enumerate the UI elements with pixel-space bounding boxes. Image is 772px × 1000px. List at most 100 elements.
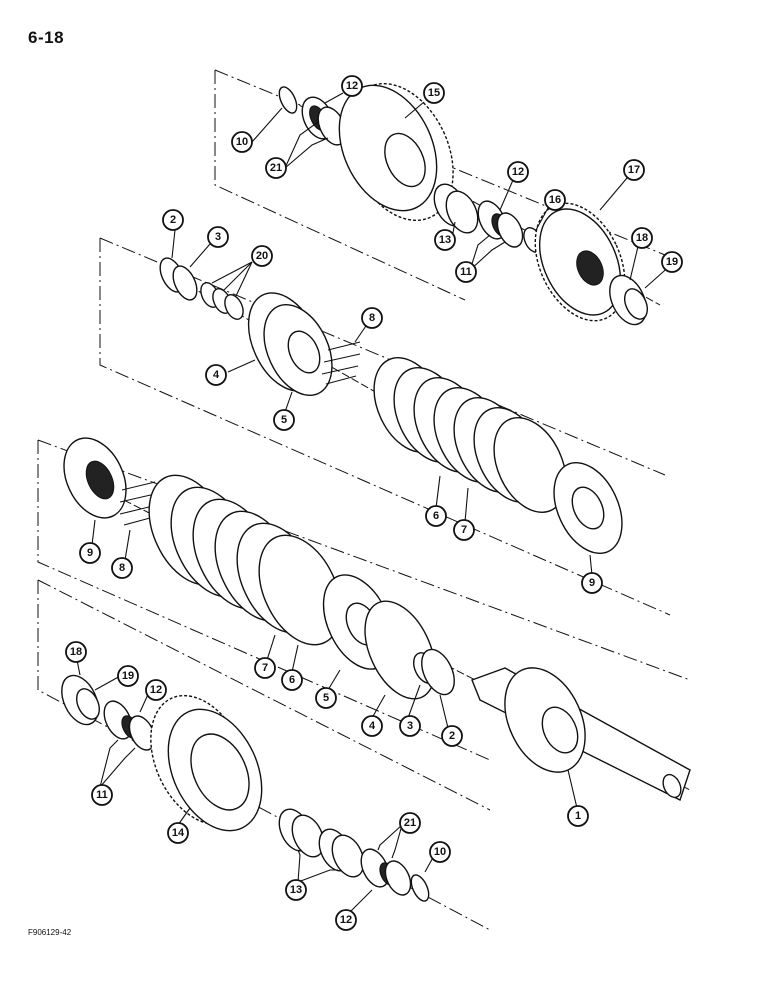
svg-text:9: 9 xyxy=(87,547,93,559)
callout-7-bottom: 7 xyxy=(254,657,276,679)
callout-8-top: 8 xyxy=(361,307,383,329)
svg-text:18: 18 xyxy=(70,646,82,658)
svg-text:21: 21 xyxy=(270,162,282,174)
callout-1: 1 xyxy=(567,805,589,827)
svg-text:4: 4 xyxy=(213,369,220,381)
callout-7-top: 7 xyxy=(453,519,475,541)
callout-9-right: 9 xyxy=(581,572,603,594)
callout-3-bottom: 3 xyxy=(399,715,421,737)
svg-text:19: 19 xyxy=(666,256,678,268)
svg-text:2: 2 xyxy=(170,214,176,226)
svg-text:2: 2 xyxy=(449,730,455,742)
callout-21-bottom: 21 xyxy=(399,812,421,834)
callout-6-bottom: 6 xyxy=(281,669,303,691)
svg-text:5: 5 xyxy=(281,414,287,426)
snap-ring-10-top xyxy=(278,86,298,114)
callout-11-bottom: 11 xyxy=(91,784,113,806)
svg-text:8: 8 xyxy=(369,312,375,324)
callout-12-mid-top: 12 xyxy=(507,161,529,183)
svg-text:12: 12 xyxy=(346,80,358,92)
callout-20: 20 xyxy=(251,245,273,267)
callout-9-left: 9 xyxy=(79,542,101,564)
callout-14: 14 xyxy=(167,822,189,844)
backing-plate-9-right xyxy=(553,461,623,555)
svg-text:20: 20 xyxy=(256,250,268,262)
snap-ring-10-bottom xyxy=(410,874,430,902)
callout-13-top: 13 xyxy=(434,229,456,251)
bearing-11-12-bottom xyxy=(103,700,156,751)
gear-17 xyxy=(534,202,626,322)
svg-text:3: 3 xyxy=(407,720,413,732)
callout-18-bottom: 18 xyxy=(65,641,87,663)
svg-text:10: 10 xyxy=(434,846,446,858)
callout-18-top: 18 xyxy=(631,227,653,249)
backing-plate-9-left xyxy=(63,437,127,519)
bearing-18-19-top xyxy=(609,274,649,326)
callout-8-bottom: 8 xyxy=(111,557,133,579)
svg-text:6: 6 xyxy=(433,510,439,522)
figure-code: F906129-42 xyxy=(28,928,72,937)
svg-text:1: 1 xyxy=(575,810,581,822)
bearing-18-19-bottom xyxy=(61,674,101,726)
svg-text:11: 11 xyxy=(96,789,108,801)
callout-11-top: 11 xyxy=(455,261,477,283)
callout-12-bottom-b: 12 xyxy=(335,909,357,931)
callout-19-bottom: 19 xyxy=(117,665,139,687)
svg-text:12: 12 xyxy=(512,166,524,178)
svg-text:17: 17 xyxy=(628,164,640,176)
shaft-1 xyxy=(471,667,691,801)
callout-16: 16 xyxy=(544,189,566,211)
leader-lines xyxy=(76,92,673,913)
callout-2-top: 2 xyxy=(162,209,184,231)
page-number: 6-18 xyxy=(28,28,65,47)
springs-8-bottom xyxy=(119,481,156,526)
svg-text:18: 18 xyxy=(636,232,648,244)
seal-rings-4-3-2-bottom xyxy=(364,600,455,700)
gear-14 xyxy=(150,694,263,832)
bearing-12-21-bottom xyxy=(360,848,412,896)
svg-text:9: 9 xyxy=(589,577,595,589)
piston-4-5-top xyxy=(247,292,333,397)
springs-8-top xyxy=(321,341,361,385)
needle-bearings-13-bottom xyxy=(278,808,365,878)
svg-text:7: 7 xyxy=(461,524,467,536)
svg-text:11: 11 xyxy=(460,266,472,278)
callout-13-bottom: 13 xyxy=(285,879,307,901)
callout-10-bottom: 10 xyxy=(429,841,451,863)
callout-10-top: 10 xyxy=(231,131,253,153)
callout-12-bottom-a: 12 xyxy=(145,679,167,701)
svg-text:6: 6 xyxy=(289,674,295,686)
gear-15 xyxy=(338,82,454,222)
svg-text:10: 10 xyxy=(236,136,248,148)
callout-19-top: 19 xyxy=(661,251,683,273)
svg-text:3: 3 xyxy=(215,231,221,243)
rings-2-3-20 xyxy=(159,257,244,320)
callout-3-top: 3 xyxy=(207,226,229,248)
callout-21-top: 21 xyxy=(265,157,287,179)
svg-text:12: 12 xyxy=(150,684,162,696)
callout-5-top: 5 xyxy=(273,409,295,431)
svg-text:8: 8 xyxy=(119,562,125,574)
callout-2-bottom: 2 xyxy=(441,725,463,747)
svg-text:12: 12 xyxy=(340,914,352,926)
svg-text:4: 4 xyxy=(369,720,376,732)
callout-15: 15 xyxy=(423,82,445,104)
clutch-plates-6-7-bottom xyxy=(148,474,342,646)
svg-text:13: 13 xyxy=(439,234,451,246)
callout-12-top: 12 xyxy=(341,75,363,97)
svg-text:21: 21 xyxy=(404,817,416,829)
bearing-12-11-top xyxy=(477,200,524,248)
svg-text:16: 16 xyxy=(549,194,561,206)
svg-text:13: 13 xyxy=(290,884,302,896)
callout-4-bottom: 4 xyxy=(361,715,383,737)
svg-text:19: 19 xyxy=(122,670,134,682)
callout-6-top: 6 xyxy=(425,505,447,527)
svg-text:7: 7 xyxy=(262,662,268,674)
needle-bearing-13-top xyxy=(433,183,479,234)
callout-5-bottom: 5 xyxy=(315,687,337,709)
callout-17: 17 xyxy=(623,159,645,181)
callout-4-top: 4 xyxy=(205,364,227,386)
svg-text:14: 14 xyxy=(172,827,185,839)
svg-text:15: 15 xyxy=(428,87,440,99)
